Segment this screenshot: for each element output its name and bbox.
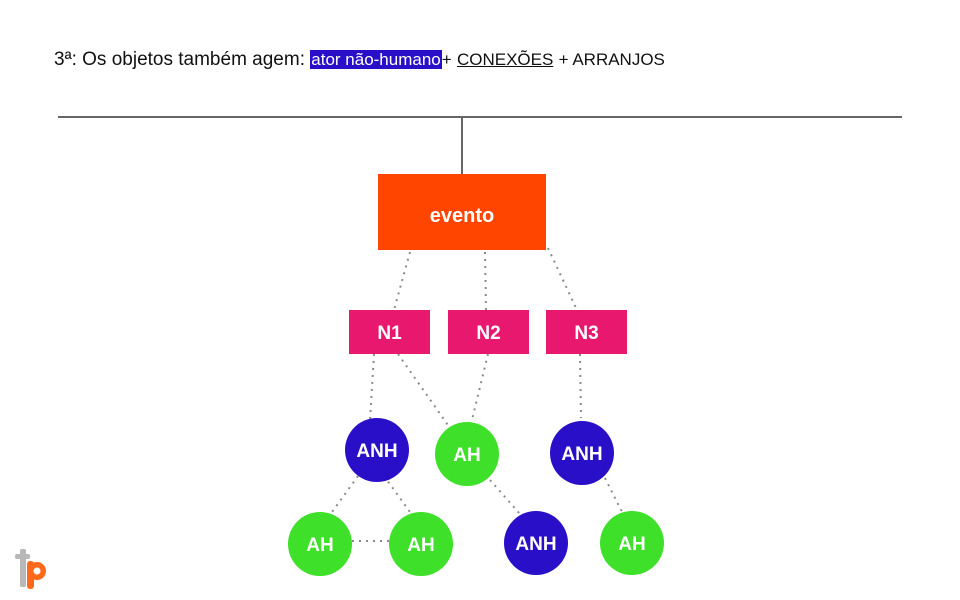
anh2-label: ANH xyxy=(561,444,602,465)
link-n2-ah1 xyxy=(471,353,489,421)
ah3-label: AH xyxy=(407,535,434,556)
link-event-n1 xyxy=(393,251,411,311)
link-event-n2 xyxy=(484,251,487,311)
non-human-actor-node-3: ANH xyxy=(504,511,568,575)
human-actor-node-3: AH xyxy=(389,512,453,576)
event-label: evento xyxy=(430,205,494,227)
human-actor-node-4: AH xyxy=(600,511,664,575)
link-n1-ah1 xyxy=(397,353,451,429)
ah1-label: AH xyxy=(453,445,480,466)
title-connections: CONEXÕES xyxy=(456,50,554,69)
title-lead: 3ª: Os objetos também agem: xyxy=(54,49,305,70)
dotted-connections xyxy=(331,247,623,542)
non-human-actor-node-1: ANH xyxy=(345,418,409,482)
ah2-label: AH xyxy=(306,535,333,556)
title-plus-2: + ARRANJOS xyxy=(558,50,665,69)
slide-title: 3ª: Os objetos também agem: ator não-hum… xyxy=(54,48,665,72)
link-anh1-ah2 xyxy=(331,475,359,513)
anh1-label: ANH xyxy=(356,441,397,462)
network-node-n1: N1 xyxy=(349,310,430,354)
title-highlight: ator não-humano xyxy=(310,50,442,69)
non-human-actor-node-2: ANH xyxy=(550,421,614,485)
title-plus-1: + xyxy=(441,50,452,69)
link-event-n3 xyxy=(547,247,578,311)
human-actor-node-2: AH xyxy=(288,512,352,576)
n3-label: N3 xyxy=(574,323,598,344)
ah4-label: AH xyxy=(618,534,645,555)
n2-label: N2 xyxy=(476,323,500,344)
network-node-n3: N3 xyxy=(546,310,627,354)
link-anh1-ah3 xyxy=(383,475,411,513)
n1-label: N1 xyxy=(377,323,402,344)
link-ah1-anh3 xyxy=(489,479,521,515)
human-actor-node-1: AH xyxy=(435,422,499,486)
anh3-label: ANH xyxy=(515,534,556,555)
event-node: evento xyxy=(378,174,546,250)
network-node-n2: N2 xyxy=(448,310,529,354)
